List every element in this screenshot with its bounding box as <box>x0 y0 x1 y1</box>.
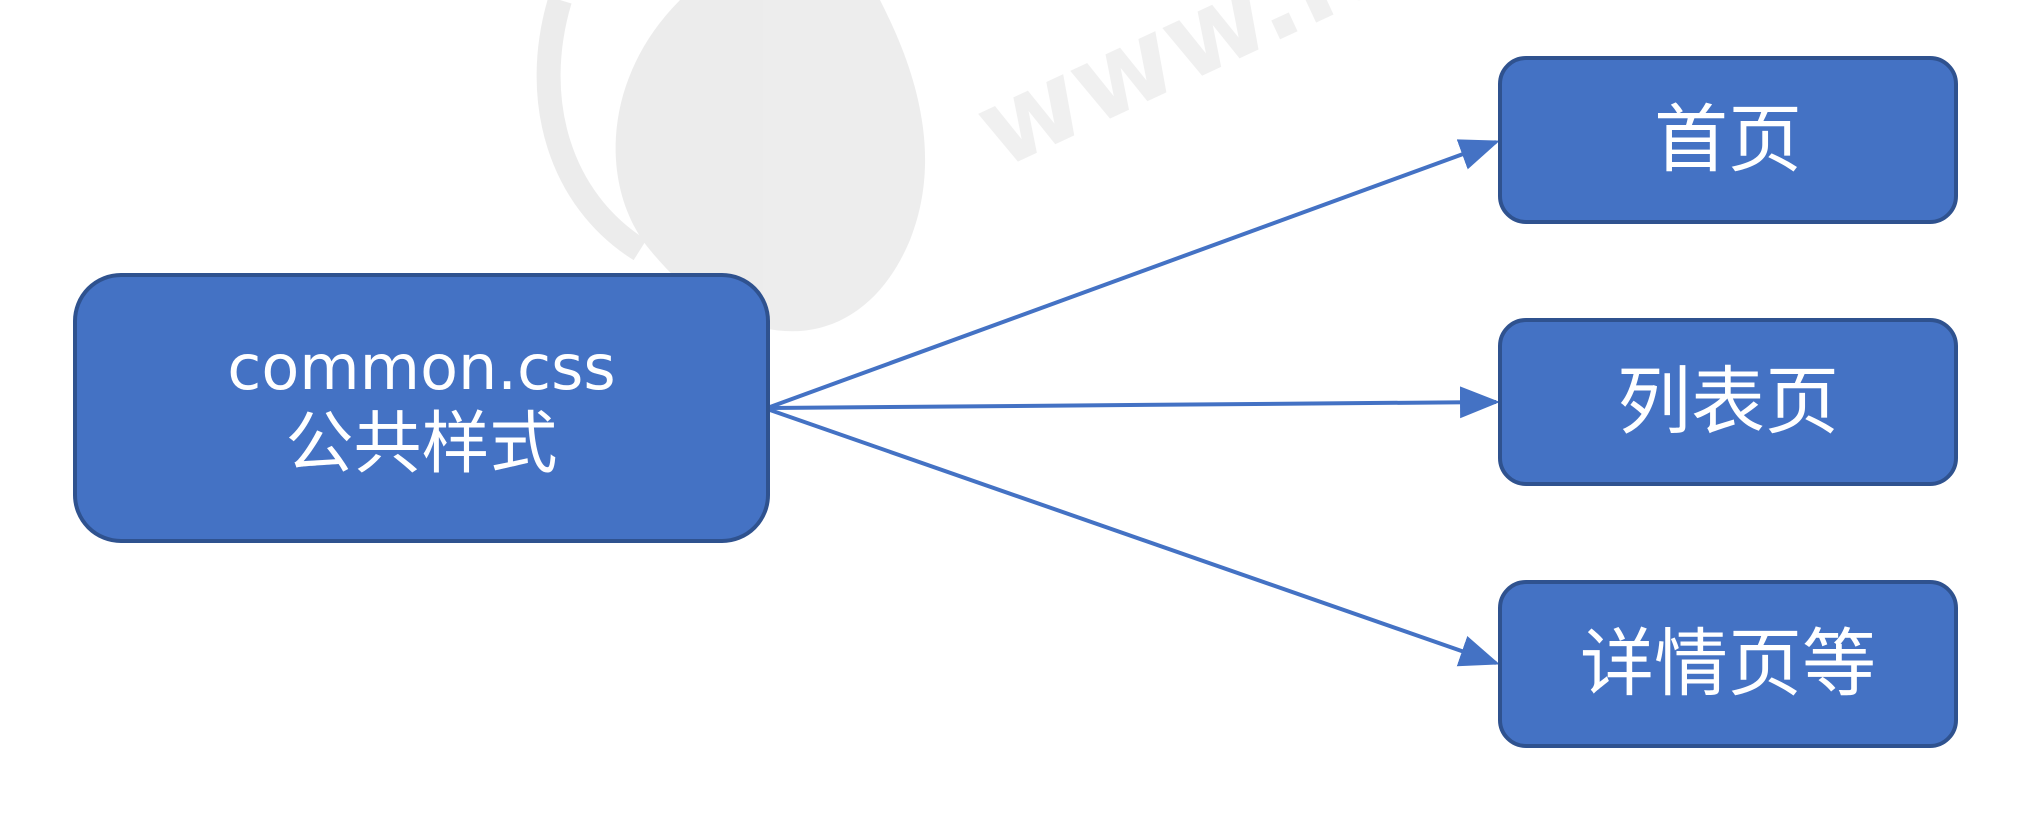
horse-logo-icon <box>536 0 926 332</box>
arrow-to-detail <box>769 408 1500 667</box>
source-node-title: common.css <box>227 331 616 404</box>
target-node-label: 首页 <box>1654 97 1802 183</box>
target-node-label: 详情页等 <box>1580 621 1876 707</box>
target-node-list: 列表页 <box>1498 318 1958 486</box>
target-node-detail: 详情页等 <box>1498 580 1958 748</box>
arrow-to-list <box>769 386 1500 419</box>
target-node-home: 首页 <box>1498 56 1958 224</box>
source-node-subtitle: 公共样式 <box>285 405 558 484</box>
source-node-common-css: common.css 公共样式 <box>73 273 770 543</box>
target-node-label: 列表页 <box>1617 359 1839 445</box>
arrow-to-home <box>769 139 1500 409</box>
